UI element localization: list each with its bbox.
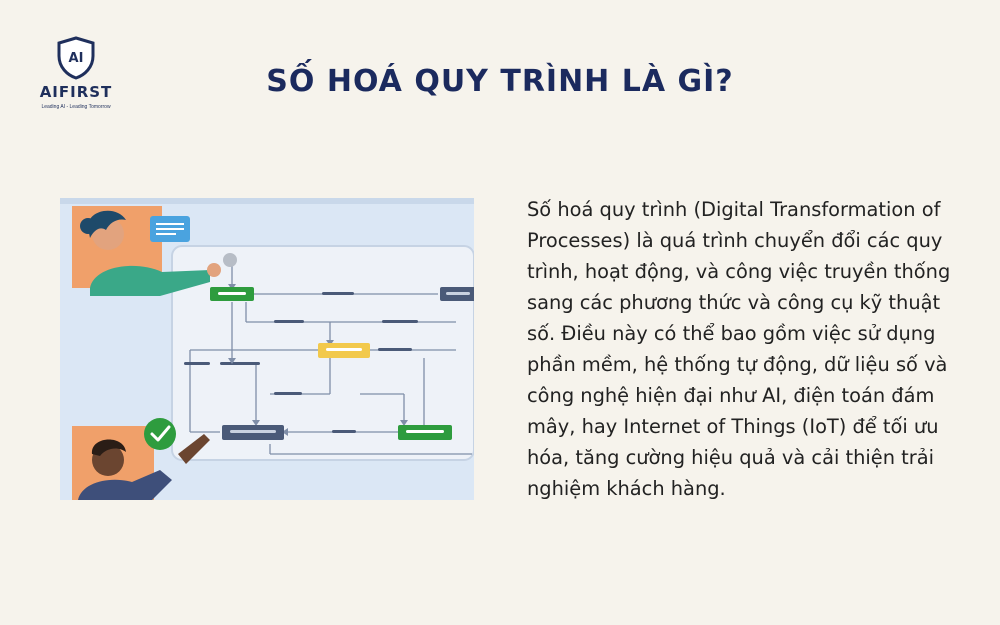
brand-logo: AI AIFIRST Leading AI - Leading Tomorrow [30,36,122,110]
process-flow-diagram [60,198,474,500]
shield-icon: AI [57,36,95,80]
pointer-dot [223,253,237,267]
brand-name: AIFIRST [39,83,113,101]
person-top-body [90,265,210,296]
brand-tagline: Leading AI - Leading Tomorrow [41,104,111,110]
page-title: SỐ HOÁ QUY TRÌNH LÀ GÌ? [266,64,734,99]
person-bottom-body [78,470,172,500]
process-illustration [60,198,474,500]
description-text: Số hoá quy trình (Digital Transformation… [527,198,951,500]
logo-badge-text: AI [69,51,84,66]
chat-bubble-icon [150,216,190,242]
check-icon [144,418,176,450]
